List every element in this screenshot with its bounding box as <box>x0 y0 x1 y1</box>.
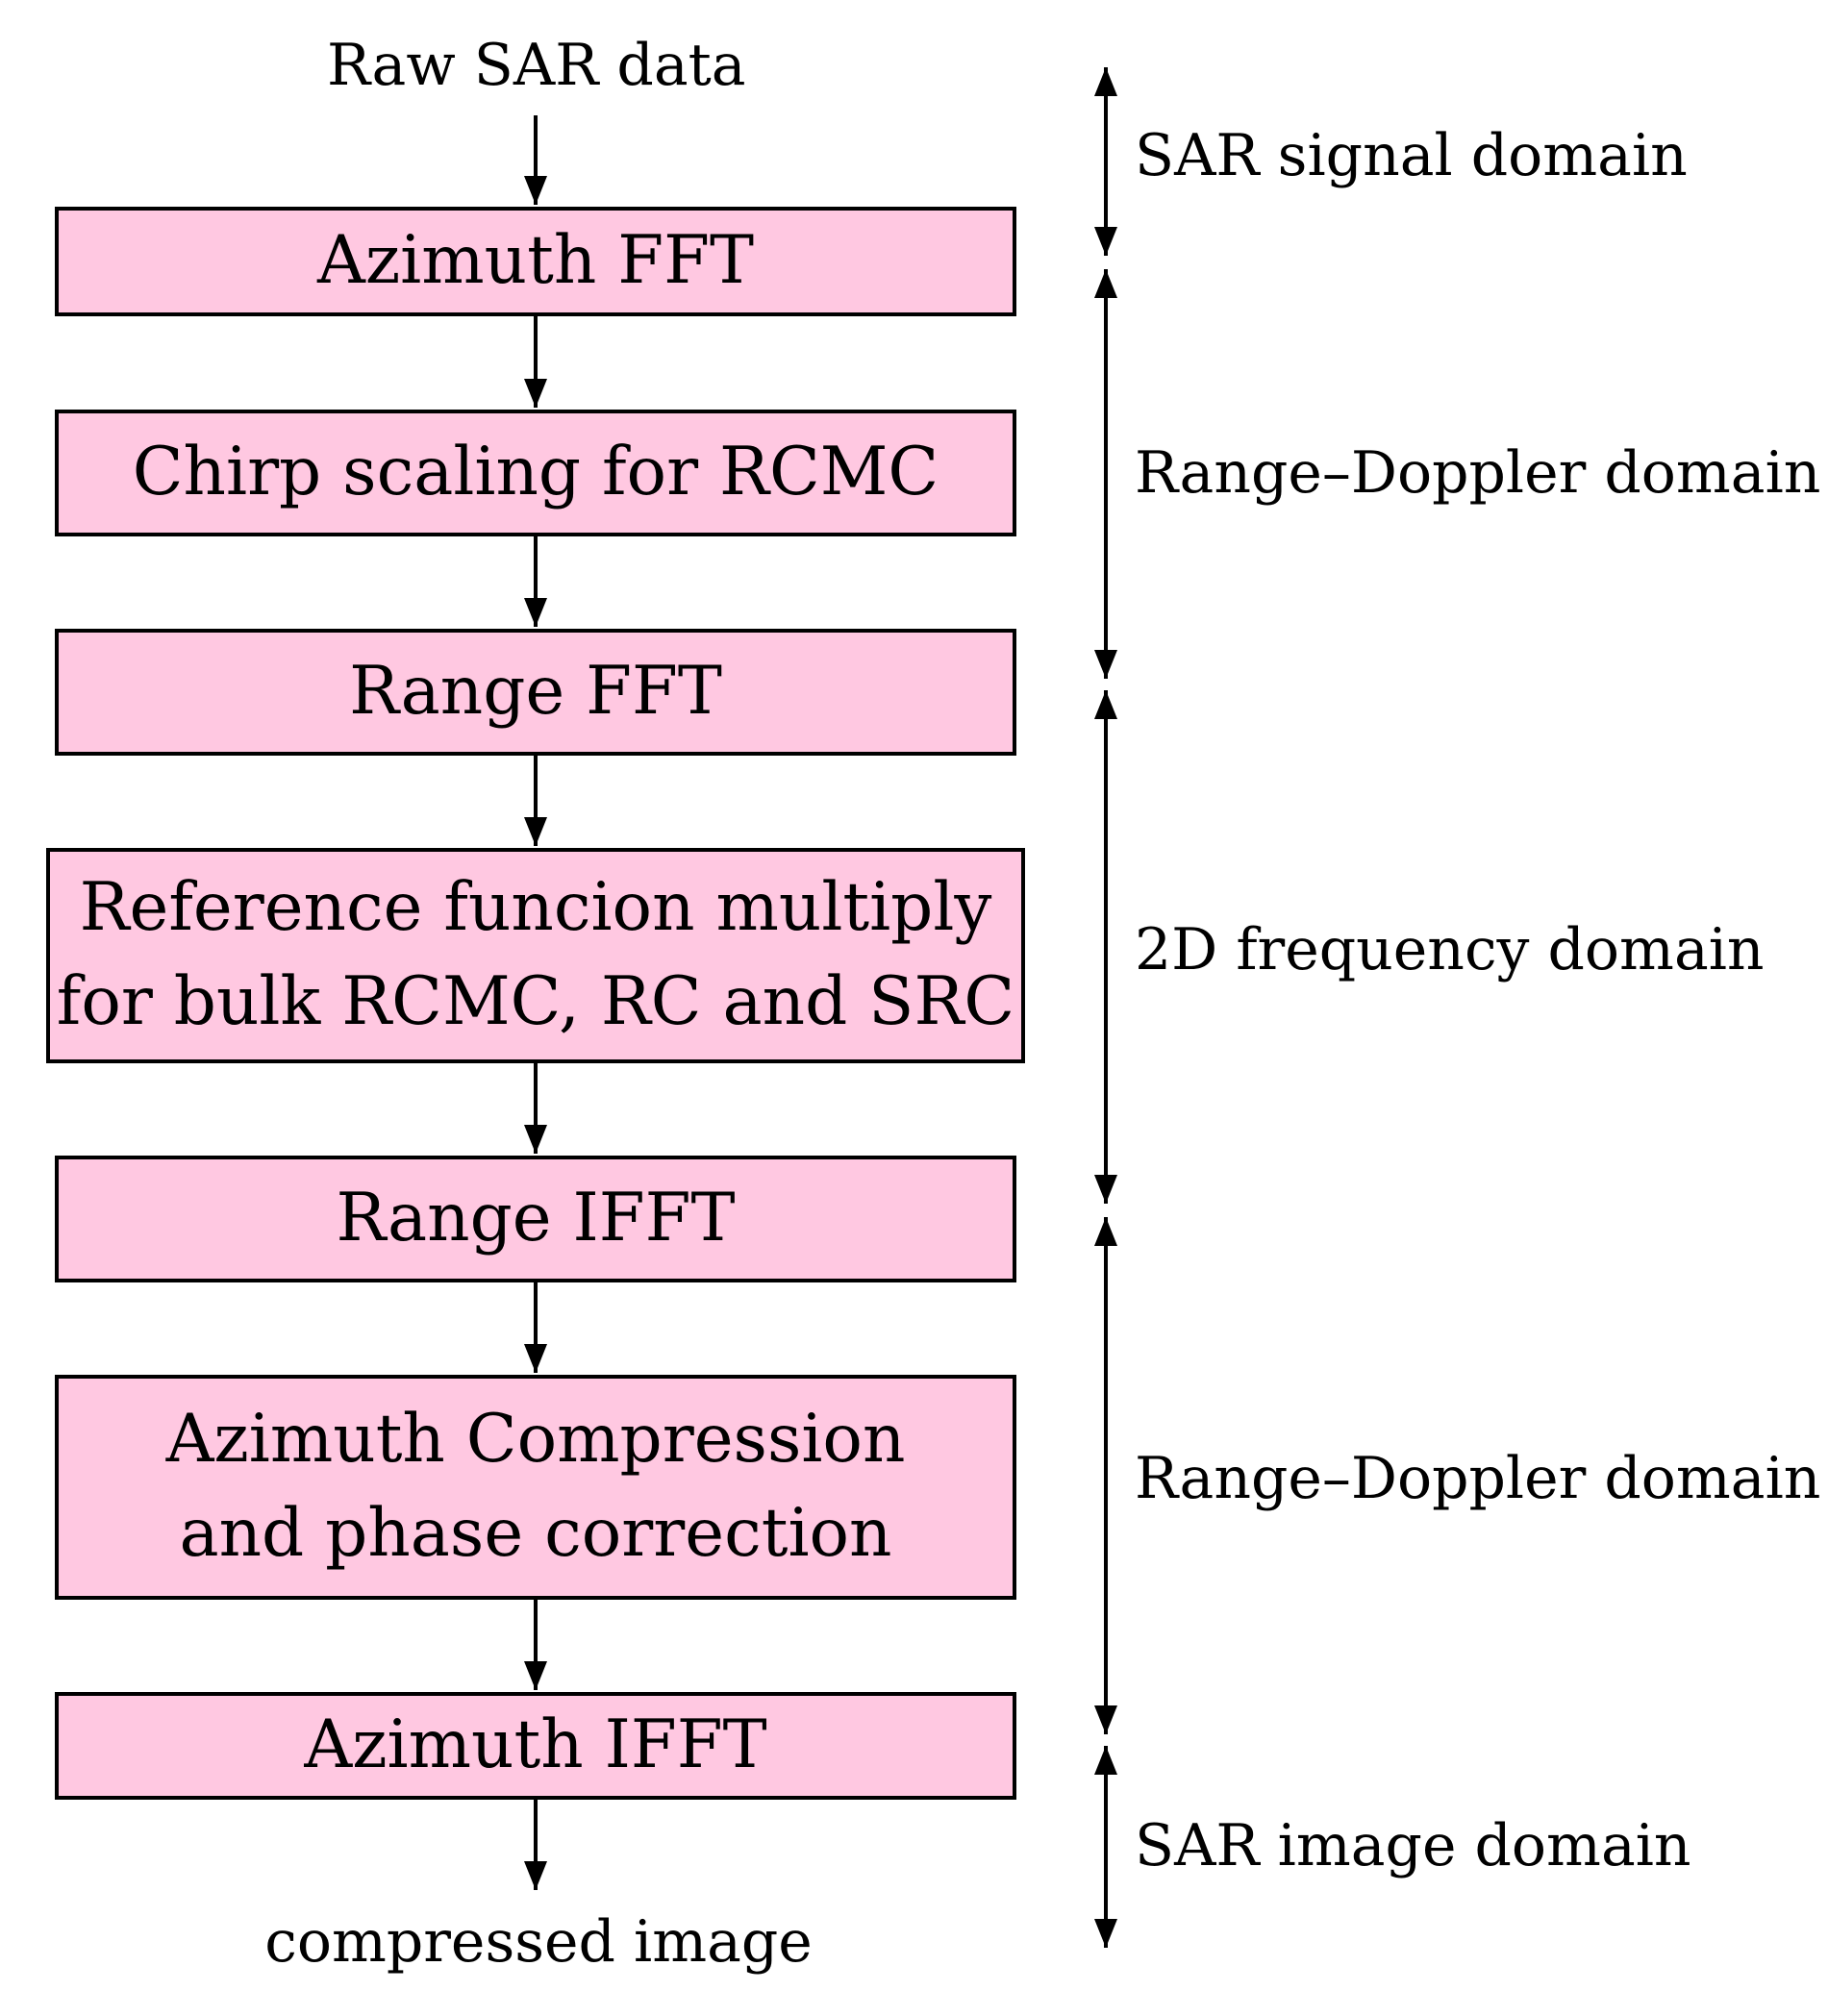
flow-arrow-3-head <box>524 817 547 846</box>
domain-label-2d-frequency: 2D frequency domain <box>1135 916 1765 983</box>
step-box-range-ifft: Range IFFT <box>55 1156 1016 1282</box>
domain-span-arrow-2-bottom-head <box>1094 650 1117 679</box>
domain-span-arrow-1-bottom-head <box>1094 227 1117 256</box>
input-label: Raw SAR data <box>327 32 746 99</box>
domain-span-arrow-1-top-head <box>1094 67 1117 96</box>
step-box-reference-function: Reference funcion multiply for bulk RCMC… <box>46 848 1025 1063</box>
step-label: Range FFT <box>349 653 722 731</box>
flow-arrow-2-head <box>524 598 547 627</box>
domain-label-range-doppler-1: Range–Doppler domain <box>1135 439 1821 507</box>
flow-arrow-1-head <box>524 379 547 408</box>
step-box-azimuth-ifft: Azimuth IFFT <box>55 1692 1016 1800</box>
domain-span-arrow-3-top-head <box>1094 690 1117 719</box>
domain-label-range-doppler-2: Range–Doppler domain <box>1135 1445 1821 1512</box>
domain-label-sar-signal: SAR signal domain <box>1135 122 1688 189</box>
step-box-chirp-scaling: Chirp scaling for RCMC <box>55 410 1016 536</box>
domain-span-arrow-5-bottom-head <box>1094 1919 1117 1948</box>
flow-arrow-6-head <box>524 1661 547 1690</box>
flow-arrow-4-head <box>524 1125 547 1154</box>
step-label: Azimuth Compression and phase correction <box>165 1401 906 1572</box>
domain-span-arrow-2-top-head <box>1094 269 1117 298</box>
step-label: Reference funcion multiply for bulk RCMC… <box>56 869 1015 1040</box>
flow-arrow-output-head <box>524 1861 547 1890</box>
domain-label-sar-image: SAR image domain <box>1135 1812 1691 1879</box>
flow-arrow-5-head <box>524 1344 547 1373</box>
step-box-azimuth-fft: Azimuth FFT <box>55 207 1016 316</box>
step-label: Azimuth IFFT <box>304 1706 767 1784</box>
step-label: Range IFFT <box>336 1180 736 1257</box>
domain-span-arrow-4-top-head <box>1094 1217 1117 1246</box>
step-label: Chirp scaling for RCMC <box>132 434 939 511</box>
domain-span-arrow-5-top-head <box>1094 1746 1117 1775</box>
step-box-range-fft: Range FFT <box>55 629 1016 756</box>
output-label: compressed image <box>264 1908 813 1976</box>
domain-span-arrow-3-bottom-head <box>1094 1175 1117 1204</box>
step-label: Azimuth FFT <box>317 222 754 300</box>
flow-arrow-input-head <box>524 176 547 205</box>
step-box-azimuth-compression: Azimuth Compression and phase correction <box>55 1375 1016 1600</box>
domain-span-arrow-4-bottom-head <box>1094 1705 1117 1734</box>
